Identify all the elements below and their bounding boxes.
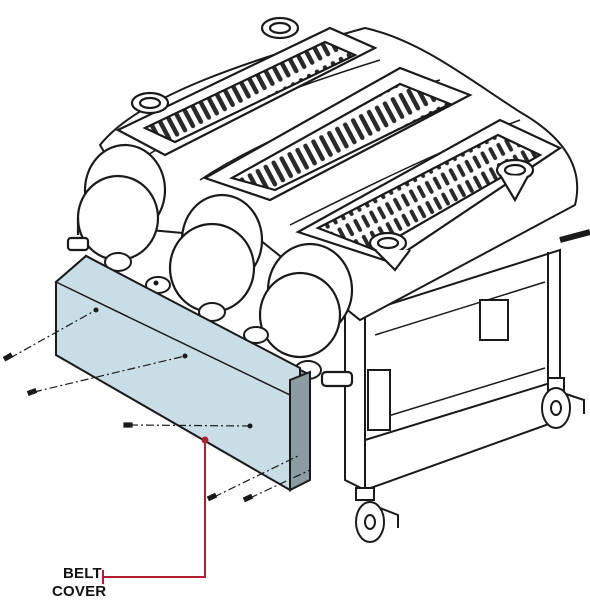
lid-right bbox=[295, 118, 563, 272]
drum-middle bbox=[168, 193, 264, 314]
callout-leader bbox=[102, 436, 209, 584]
screws bbox=[2, 309, 311, 503]
lid-left bbox=[115, 16, 378, 157]
caster-wheels bbox=[355, 377, 585, 543]
callout-label-line2: COVER bbox=[52, 583, 107, 600]
drum-left bbox=[66, 143, 167, 262]
callout-label-line1: BELT bbox=[63, 565, 102, 582]
drum-right bbox=[258, 242, 354, 388]
lid-middle bbox=[202, 66, 473, 202]
belt-cover-panel bbox=[54, 254, 312, 492]
